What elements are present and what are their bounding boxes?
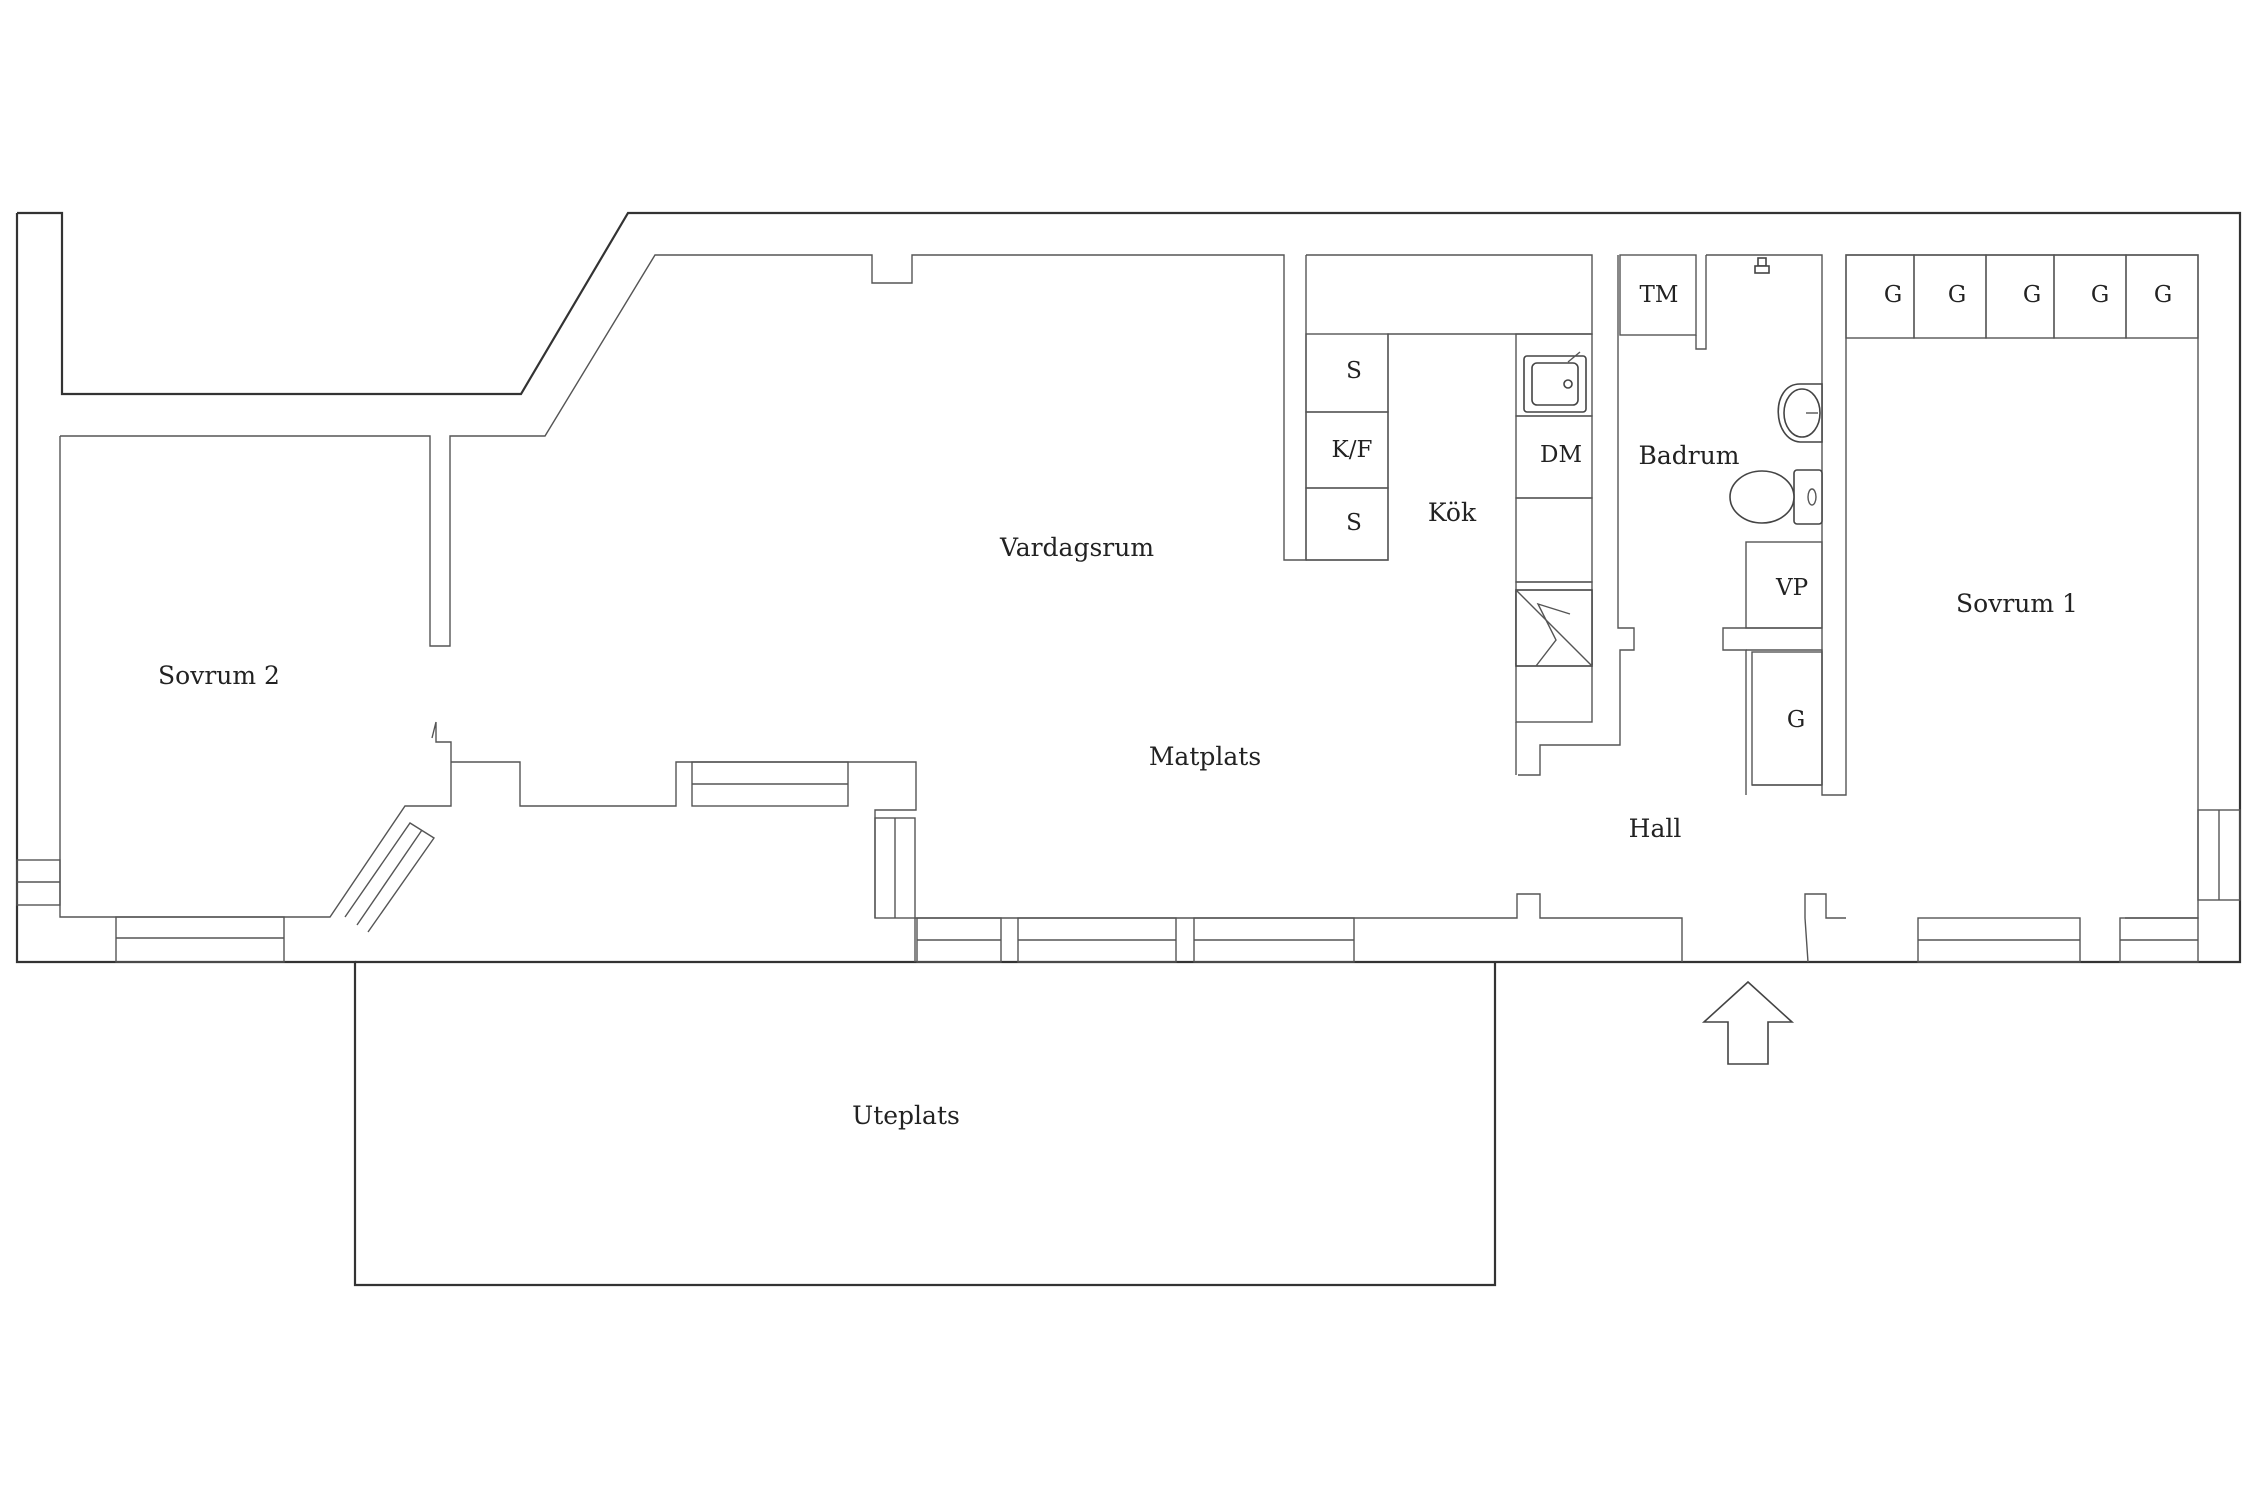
interior-wall-lines xyxy=(59,254,2199,963)
fixture-label-s-bottom: S xyxy=(1346,510,1362,536)
room-label-vardagsrum: Vardagsrum xyxy=(999,533,1154,562)
room-label-badrum: Badrum xyxy=(1638,441,1739,470)
fixture-label-g1: G xyxy=(1884,282,1902,308)
bathroom-fixtures xyxy=(1619,254,1823,786)
stove-icon xyxy=(1515,589,1593,667)
fixture-label-g2: G xyxy=(1948,282,1966,308)
shower-icon xyxy=(1754,257,1770,274)
windows xyxy=(16,761,2241,963)
kitchen-sink-icon xyxy=(1523,351,1587,413)
room-label-uteplats: Uteplats xyxy=(852,1101,960,1130)
fixture-label-vp: VP xyxy=(1775,575,1808,601)
room-label-hall: Hall xyxy=(1629,814,1682,843)
fixture-label-dm: DM xyxy=(1540,442,1582,468)
washbasin-icon xyxy=(1777,383,1823,443)
room-label-sovrum-2: Sovrum 2 xyxy=(158,661,280,690)
fixture-labels: S K/F S DM TM VP G G G G G G xyxy=(1332,282,2173,733)
fixture-label-g3: G xyxy=(2023,282,2041,308)
kitchen-counters xyxy=(1305,333,1593,775)
fixture-label-g5: G xyxy=(2154,282,2172,308)
fixture-label-g-hall: G xyxy=(1787,707,1805,733)
room-label-matplats: Matplats xyxy=(1149,742,1261,771)
wardrobes xyxy=(1845,254,2199,339)
arrow-up-icon xyxy=(1701,980,1795,1065)
toilet-icon xyxy=(1729,469,1823,525)
fixture-label-s-top: S xyxy=(1346,358,1362,384)
exterior-wall xyxy=(15,211,2242,1287)
fixture-label-g4: G xyxy=(2091,282,2109,308)
fixture-label-kf: K/F xyxy=(1332,437,1373,463)
room-labels: Sovrum 2 Vardagsrum Matplats Kök Badrum … xyxy=(158,441,2078,1130)
room-label-kok: Kök xyxy=(1428,498,1477,527)
room-label-sovrum-1: Sovrum 1 xyxy=(1956,589,2078,618)
fixture-label-tm: TM xyxy=(1640,282,1679,308)
